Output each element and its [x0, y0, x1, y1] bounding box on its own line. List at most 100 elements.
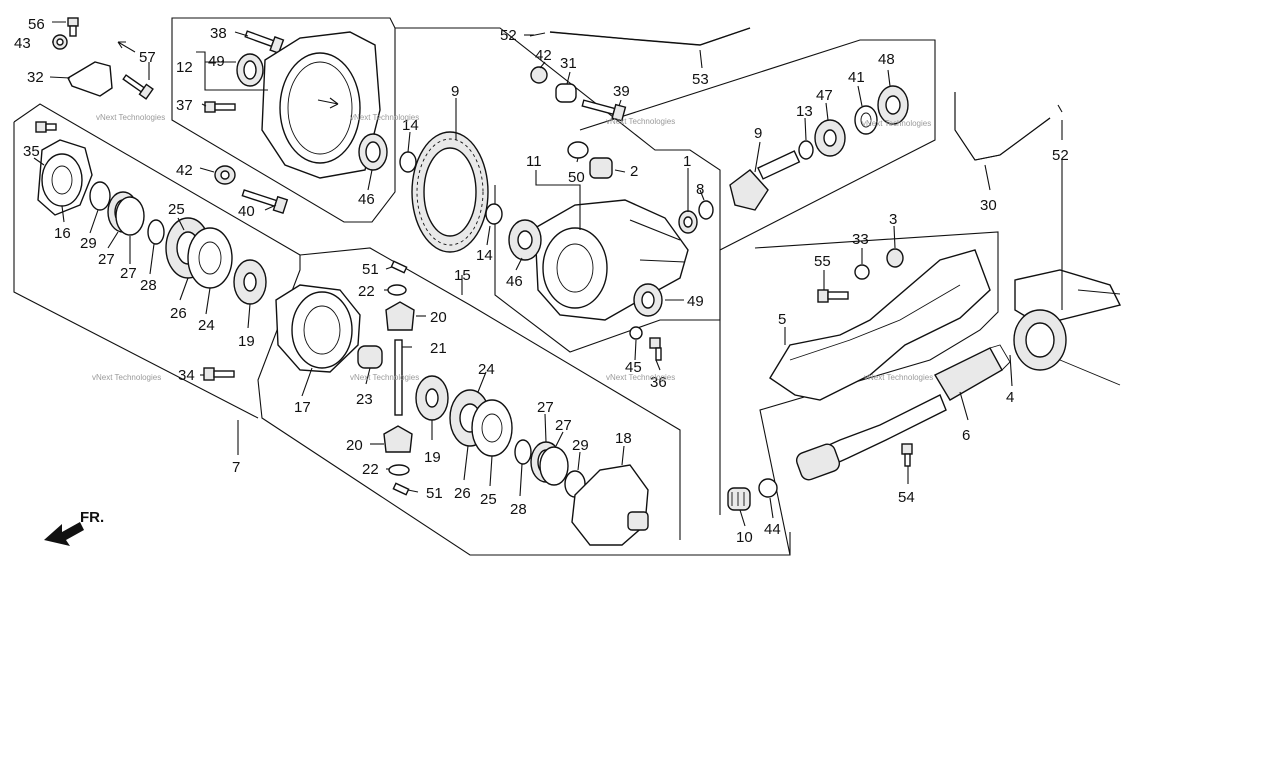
callout-28-right: 28 — [510, 501, 527, 518]
side-gear-19-left — [233, 259, 267, 305]
friction-discs-right — [449, 389, 513, 457]
callout-49-upper: 49 — [208, 53, 225, 70]
callout-42-upper: 42 — [535, 47, 552, 64]
callout-9-ring-gear: 9 — [451, 83, 459, 100]
watermark: vNext Technologies — [864, 373, 933, 382]
propeller-shaft-6 — [795, 394, 947, 481]
callout-18: 18 — [615, 430, 632, 447]
callout-50: 50 — [568, 169, 585, 186]
side-gear-19-right — [415, 375, 449, 421]
watermark: vNext Technologies — [606, 373, 675, 382]
differential-cover-18 — [571, 464, 649, 546]
callout-31: 31 — [560, 55, 577, 72]
callout-10: 10 — [736, 529, 753, 546]
swingarm-section — [1013, 269, 1122, 386]
callout-27-left-a: 27 — [98, 251, 115, 268]
callout-15: 15 — [454, 267, 471, 284]
shim-14-lower — [485, 203, 503, 225]
callout-46-lower: 46 — [506, 273, 523, 290]
pinion-gear-20-lower — [383, 425, 413, 453]
callout-21: 21 — [430, 340, 447, 357]
callout-51-upper: 51 — [362, 261, 379, 278]
bearing-holder-16 — [37, 139, 93, 216]
pin-51-upper — [390, 260, 408, 274]
callout-14-lower: 14 — [476, 247, 493, 264]
callout-26-left: 26 — [170, 305, 187, 322]
callout-42-left: 42 — [176, 162, 193, 179]
friction-discs-left — [165, 217, 233, 289]
callout-25-right: 25 — [480, 491, 497, 508]
callout-22-lower: 22 — [362, 461, 379, 478]
parts — [35, 17, 1122, 546]
breather-tube-53 — [549, 27, 751, 46]
bolt-35 — [35, 121, 57, 133]
callout-19-left: 19 — [238, 333, 255, 350]
collar-42-upper — [530, 66, 548, 84]
nut-43 — [52, 34, 68, 50]
callout-37: 37 — [176, 97, 193, 114]
callout-20-upper: 20 — [430, 309, 447, 326]
callout-5: 5 — [778, 311, 786, 328]
cross-shaft-21 — [394, 339, 403, 416]
drive-pinion-9 — [729, 150, 801, 211]
arrow-57-icon — [117, 41, 136, 53]
callout-8: 8 — [696, 181, 704, 198]
callout-44: 44 — [764, 521, 781, 538]
watermark: vNext Technologies — [96, 113, 165, 122]
callout-14-upper: 14 — [402, 117, 419, 134]
collar-23 — [357, 345, 383, 369]
callout-41: 41 — [848, 69, 865, 86]
washer-22-upper — [387, 284, 407, 296]
callout-11: 11 — [526, 153, 542, 170]
callout-52-right: 52 — [1052, 147, 1069, 164]
callout-53: 53 — [692, 71, 709, 88]
plug-2 — [589, 157, 613, 179]
boot-4 — [934, 344, 1011, 401]
callout-54: 54 — [898, 489, 915, 506]
clip-8 — [698, 200, 714, 220]
callout-48: 48 — [878, 51, 895, 68]
shim-14-upper — [399, 151, 417, 173]
watermark: vNext Technologies — [350, 373, 419, 382]
bearing-47 — [814, 119, 846, 157]
ring-gear-9 — [411, 131, 489, 253]
watermark: vNext Technologies — [350, 113, 419, 122]
callout-55: 55 — [814, 253, 831, 270]
seal-49-lower — [633, 283, 663, 317]
callout-35: 35 — [23, 143, 40, 160]
o-ring-50 — [567, 141, 589, 159]
callout-36: 36 — [650, 374, 667, 391]
callout-56: 56 — [28, 16, 45, 33]
pin-51-lower — [392, 482, 410, 496]
callout-57: 57 — [139, 49, 156, 66]
bolt-56 — [67, 17, 79, 37]
differential-case-17 — [275, 284, 361, 373]
joint-10 — [727, 487, 751, 511]
callout-6: 6 — [962, 427, 970, 444]
shim-28-right — [514, 439, 532, 465]
callout-30: 30 — [980, 197, 997, 214]
bolt-40 — [241, 189, 289, 215]
plates-27-right — [530, 441, 569, 486]
callout-27-right-a: 27 — [537, 399, 554, 416]
callout-16: 16 — [54, 225, 71, 242]
callout-7: 7 — [232, 459, 240, 476]
gear-case-cover — [261, 31, 381, 179]
seal-49-upper — [236, 53, 264, 87]
lock-nut-41 — [854, 105, 878, 135]
callout-1: 1 — [683, 153, 691, 170]
callout-22-upper: 22 — [358, 283, 375, 300]
oil-seal-1 — [678, 210, 698, 234]
bolt-55 — [817, 289, 849, 303]
final-gear-case-11 — [534, 199, 689, 321]
callout-47: 47 — [816, 87, 833, 104]
bolt-39 — [581, 99, 627, 122]
leader-lines — [33, 21, 1063, 527]
callout-33: 33 — [852, 231, 869, 248]
callout-26-right: 26 — [454, 485, 471, 502]
callout-25-left: 25 — [168, 201, 185, 218]
callout-32: 32 — [27, 69, 44, 86]
shim-29-left — [89, 181, 111, 211]
callout-17: 17 — [294, 399, 311, 416]
